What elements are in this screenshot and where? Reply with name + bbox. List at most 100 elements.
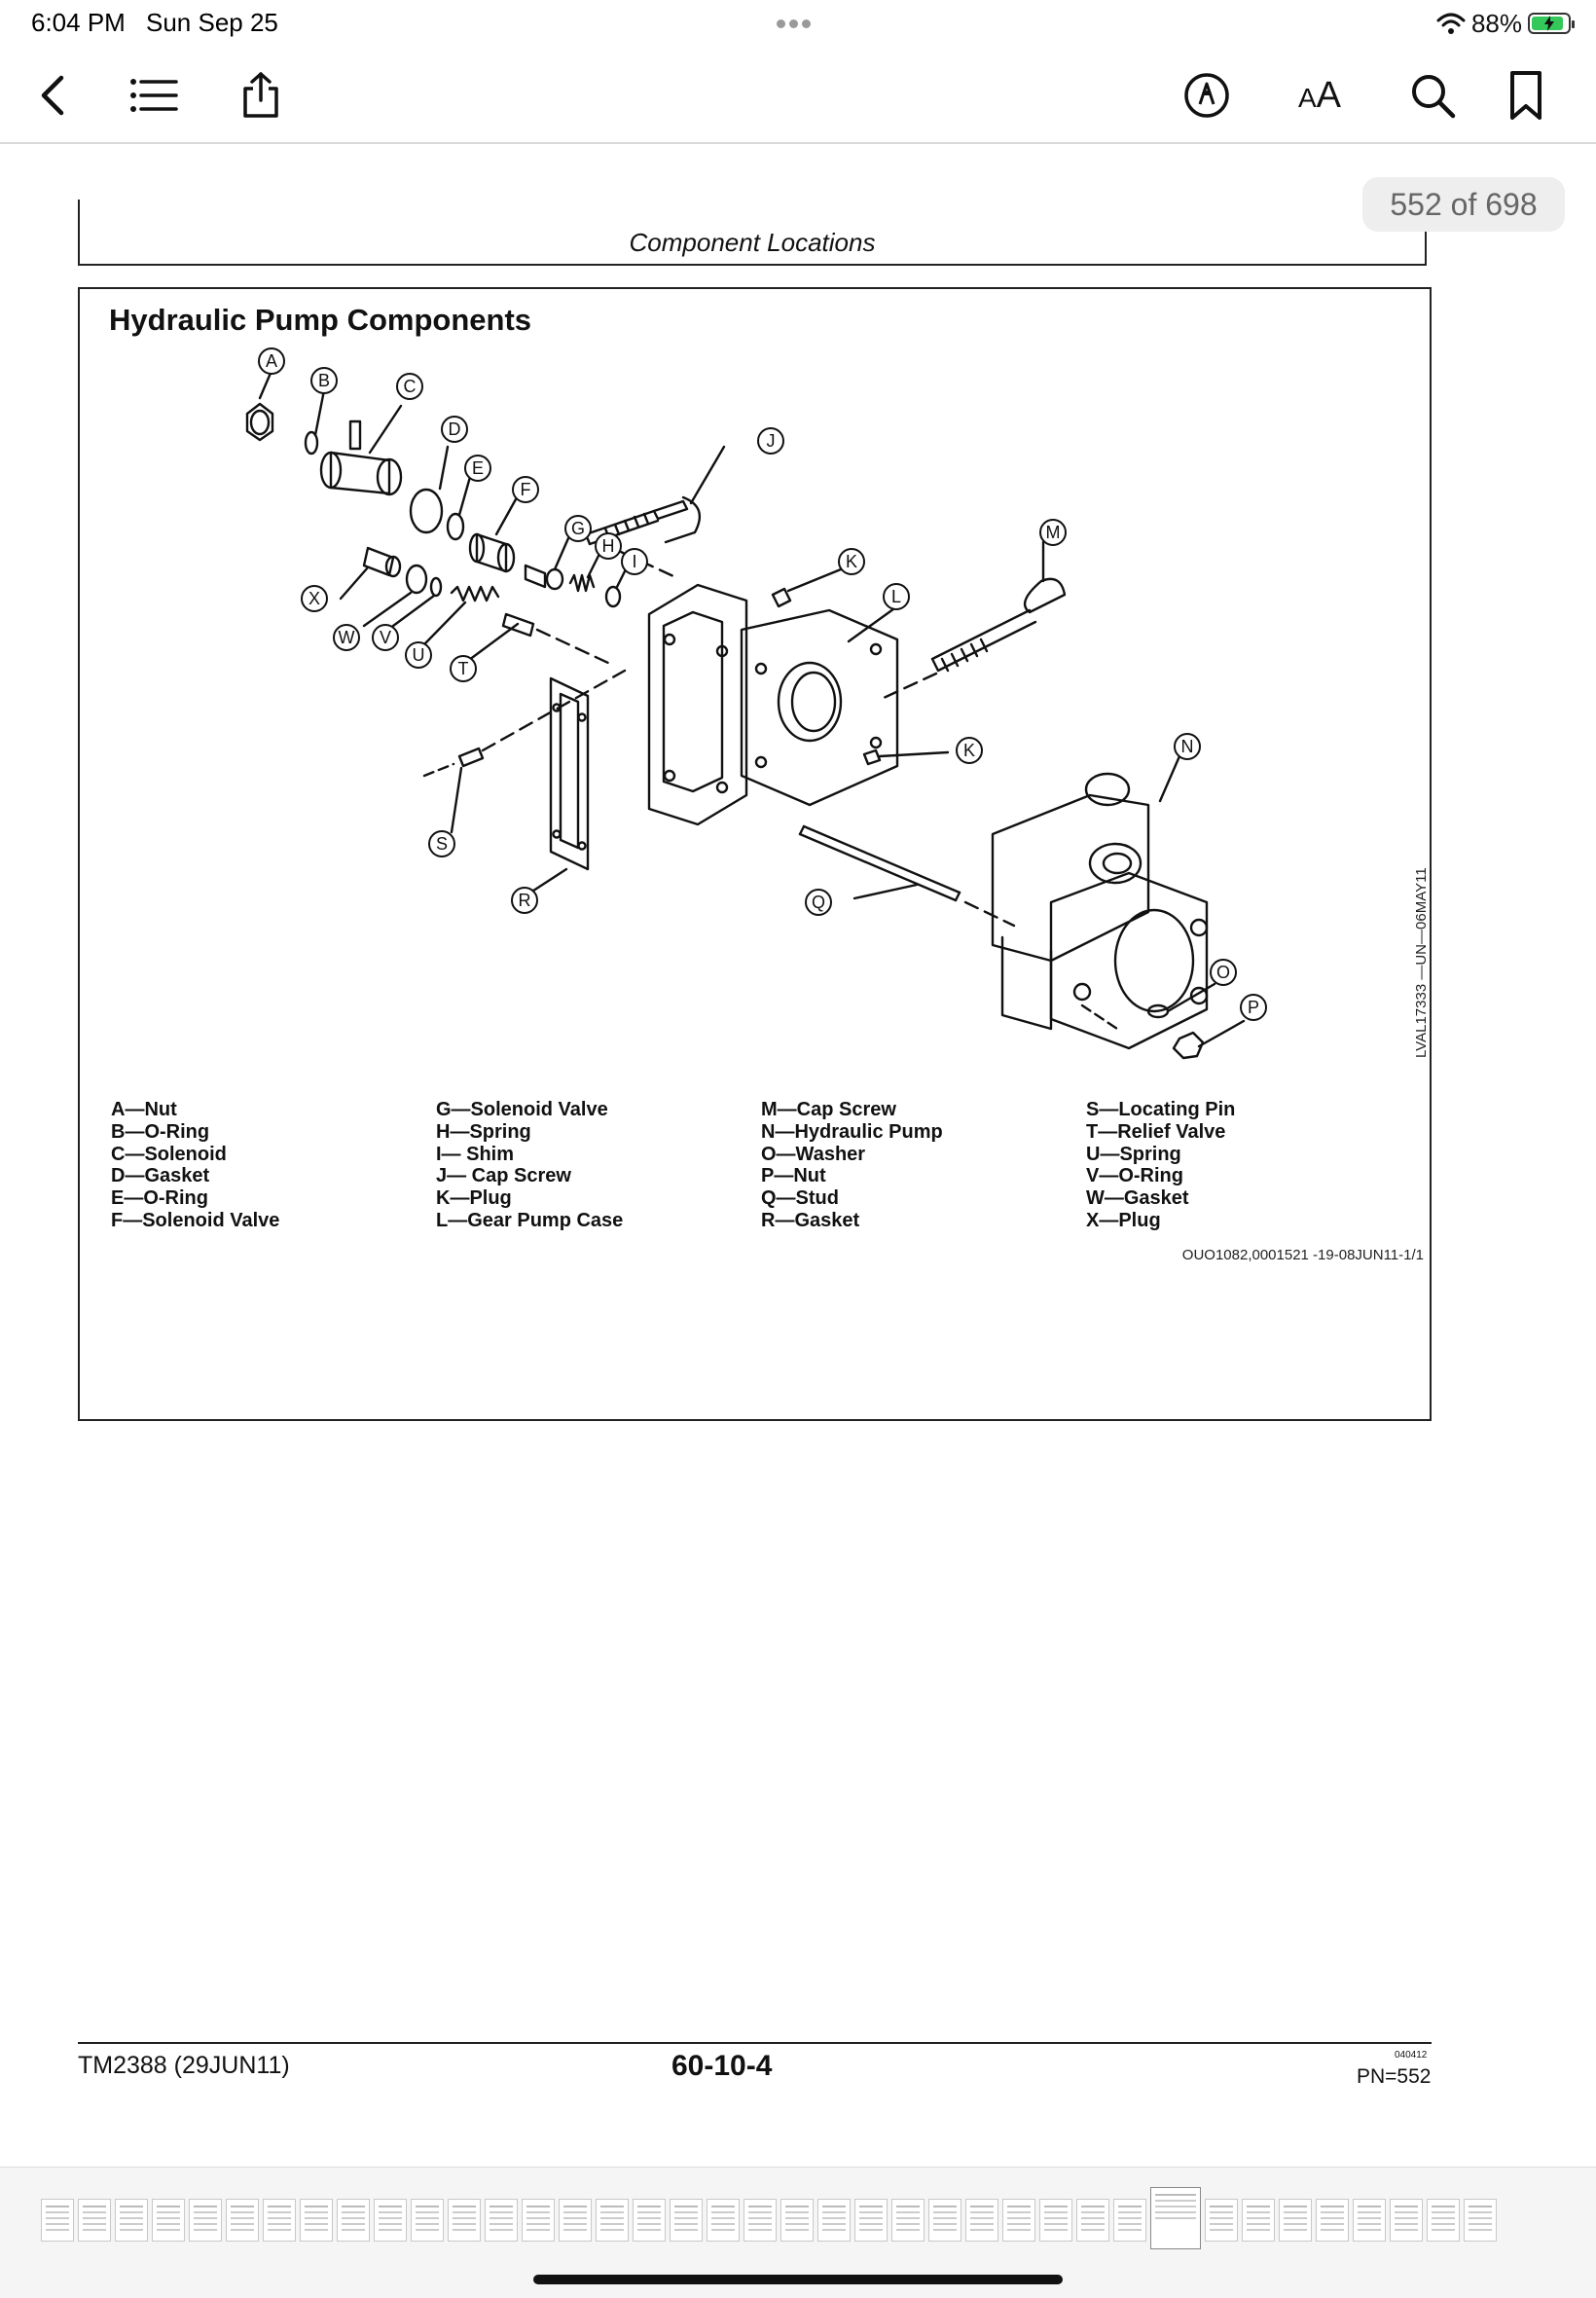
share-button[interactable] bbox=[232, 66, 290, 125]
text-size-button[interactable]: AA bbox=[1288, 66, 1351, 125]
page-header: Component Locations bbox=[78, 200, 1427, 266]
thumbnail[interactable] bbox=[78, 2199, 111, 2242]
thumbnail[interactable] bbox=[300, 2199, 333, 2242]
table-of-contents-button[interactable] bbox=[125, 66, 183, 125]
reader-toolbar: AA bbox=[0, 49, 1596, 144]
callout-label-p: P bbox=[1248, 998, 1259, 1017]
back-button[interactable] bbox=[23, 66, 82, 125]
callout-label-d: D bbox=[449, 419, 461, 439]
legend-item: I— Shim bbox=[436, 1143, 515, 1165]
status-time: 6:04 PM bbox=[31, 8, 126, 37]
thumbnail[interactable] bbox=[1279, 2199, 1312, 2242]
thumbnail[interactable] bbox=[41, 2199, 74, 2242]
bookmark-button[interactable] bbox=[1497, 66, 1555, 125]
callout-u bbox=[405, 641, 432, 669]
thumbnail[interactable] bbox=[1002, 2199, 1035, 2242]
thumbnail[interactable] bbox=[1076, 2199, 1109, 2242]
legend-column-1: A—Nut B—O-Ring C—Solenoid D—Gasket E—O-R… bbox=[111, 1099, 279, 1232]
thumbnail-current[interactable] bbox=[1150, 2187, 1201, 2249]
callout-label-o: O bbox=[1216, 963, 1230, 982]
thumbnail[interactable] bbox=[965, 2199, 998, 2242]
thumbnail[interactable] bbox=[928, 2199, 961, 2242]
legend-item: B—O-Ring bbox=[111, 1120, 210, 1143]
legend-item: N—Hydraulic Pump bbox=[761, 1120, 943, 1143]
figure-box: Hydraulic Pump Components bbox=[78, 287, 1432, 1421]
legend-item: E—O-Ring bbox=[111, 1187, 208, 1210]
bookmark-icon bbox=[1510, 71, 1542, 120]
callout-p bbox=[1240, 994, 1267, 1021]
thumbnail[interactable] bbox=[189, 2199, 222, 2242]
thumbnail[interactable] bbox=[596, 2199, 629, 2242]
legend-column-4: S—Locating Pin T—Relief Valve U—Spring V… bbox=[1086, 1099, 1235, 1232]
callout-label-m: M bbox=[1046, 523, 1061, 542]
document-page[interactable]: Component Locations Hydraulic Pump Compo… bbox=[0, 146, 1596, 2167]
callout-label-j: J bbox=[767, 431, 776, 451]
legend-item: K—Plug bbox=[436, 1187, 512, 1210]
callout-k bbox=[838, 548, 865, 575]
header-title: Component Locations bbox=[629, 228, 876, 257]
legend-item: V—O-Ring bbox=[1086, 1165, 1183, 1187]
callout-v bbox=[372, 624, 399, 651]
callout-label-i: I bbox=[632, 552, 636, 571]
thumbnail[interactable] bbox=[411, 2199, 444, 2242]
battery-icon bbox=[1528, 13, 1575, 34]
callout-label-g: G bbox=[571, 519, 585, 538]
thumbnail[interactable] bbox=[1113, 2199, 1146, 2242]
thumbnail[interactable] bbox=[817, 2199, 851, 2242]
share-icon bbox=[243, 72, 278, 118]
footer-pn: PN=552 bbox=[1357, 2065, 1432, 2088]
multitasking-dots-icon[interactable] bbox=[775, 16, 813, 33]
thumbnail[interactable] bbox=[1427, 2199, 1460, 2242]
thumbnail[interactable] bbox=[263, 2199, 296, 2242]
thumbnail[interactable] bbox=[226, 2199, 259, 2242]
search-button[interactable] bbox=[1403, 66, 1462, 125]
callout-x bbox=[301, 585, 328, 612]
callout-label-v: V bbox=[380, 628, 391, 647]
callout-g bbox=[564, 515, 592, 542]
legend-item: G—Solenoid Valve bbox=[436, 1099, 608, 1120]
thumbnail[interactable] bbox=[559, 2199, 592, 2242]
thumbnail[interactable] bbox=[522, 2199, 555, 2242]
thumbnail[interactable] bbox=[374, 2199, 407, 2242]
callout-label-q: Q bbox=[812, 893, 825, 912]
legend-item: Q—Stud bbox=[761, 1187, 839, 1210]
callout-w bbox=[333, 624, 360, 651]
callout-label-k: K bbox=[963, 741, 975, 760]
thumbnail[interactable] bbox=[1464, 2199, 1497, 2242]
thumbnail[interactable] bbox=[1039, 2199, 1072, 2242]
status-right: 88% bbox=[1436, 6, 1575, 41]
page-thumbnail-strip[interactable] bbox=[0, 2167, 1596, 2298]
callout-s bbox=[428, 830, 455, 857]
legend-item: W—Gasket bbox=[1086, 1187, 1189, 1210]
thumbnail[interactable] bbox=[670, 2199, 703, 2242]
thumbnail[interactable] bbox=[891, 2199, 925, 2242]
thumbnail[interactable] bbox=[448, 2199, 481, 2242]
thumbnail[interactable] bbox=[115, 2199, 148, 2242]
thumbnail[interactable] bbox=[1205, 2199, 1238, 2242]
thumbnail[interactable] bbox=[707, 2199, 740, 2242]
callout-o bbox=[1210, 959, 1237, 986]
home-indicator[interactable] bbox=[533, 2275, 1063, 2284]
thumbnail[interactable] bbox=[1242, 2199, 1275, 2242]
markup-button[interactable] bbox=[1178, 66, 1236, 125]
callout-label-u: U bbox=[413, 645, 425, 665]
thumbnail[interactable] bbox=[1390, 2199, 1423, 2242]
thumbnail[interactable] bbox=[1316, 2199, 1349, 2242]
thumbnail[interactable] bbox=[744, 2199, 777, 2242]
thumbnail-list[interactable] bbox=[41, 2187, 1497, 2249]
thumbnail[interactable] bbox=[780, 2199, 814, 2242]
thumbnail[interactable] bbox=[337, 2199, 370, 2242]
thumbnail[interactable] bbox=[854, 2199, 888, 2242]
status-bar: 6:04 PM Sun Sep 25 88% bbox=[0, 0, 1596, 49]
thumbnail[interactable] bbox=[485, 2199, 518, 2242]
thumbnail[interactable] bbox=[1353, 2199, 1386, 2242]
wifi-icon bbox=[1436, 13, 1466, 34]
status-date: Sun Sep 25 bbox=[146, 8, 278, 37]
text-size-icon: AA bbox=[1297, 74, 1342, 116]
thumbnail[interactable] bbox=[152, 2199, 185, 2242]
callout-i bbox=[621, 548, 648, 575]
page-counter: 552 of 698 bbox=[1362, 177, 1565, 232]
markup-pen-icon bbox=[1184, 73, 1229, 118]
thumbnail[interactable] bbox=[633, 2199, 666, 2242]
footer-rule bbox=[78, 2042, 1432, 2044]
